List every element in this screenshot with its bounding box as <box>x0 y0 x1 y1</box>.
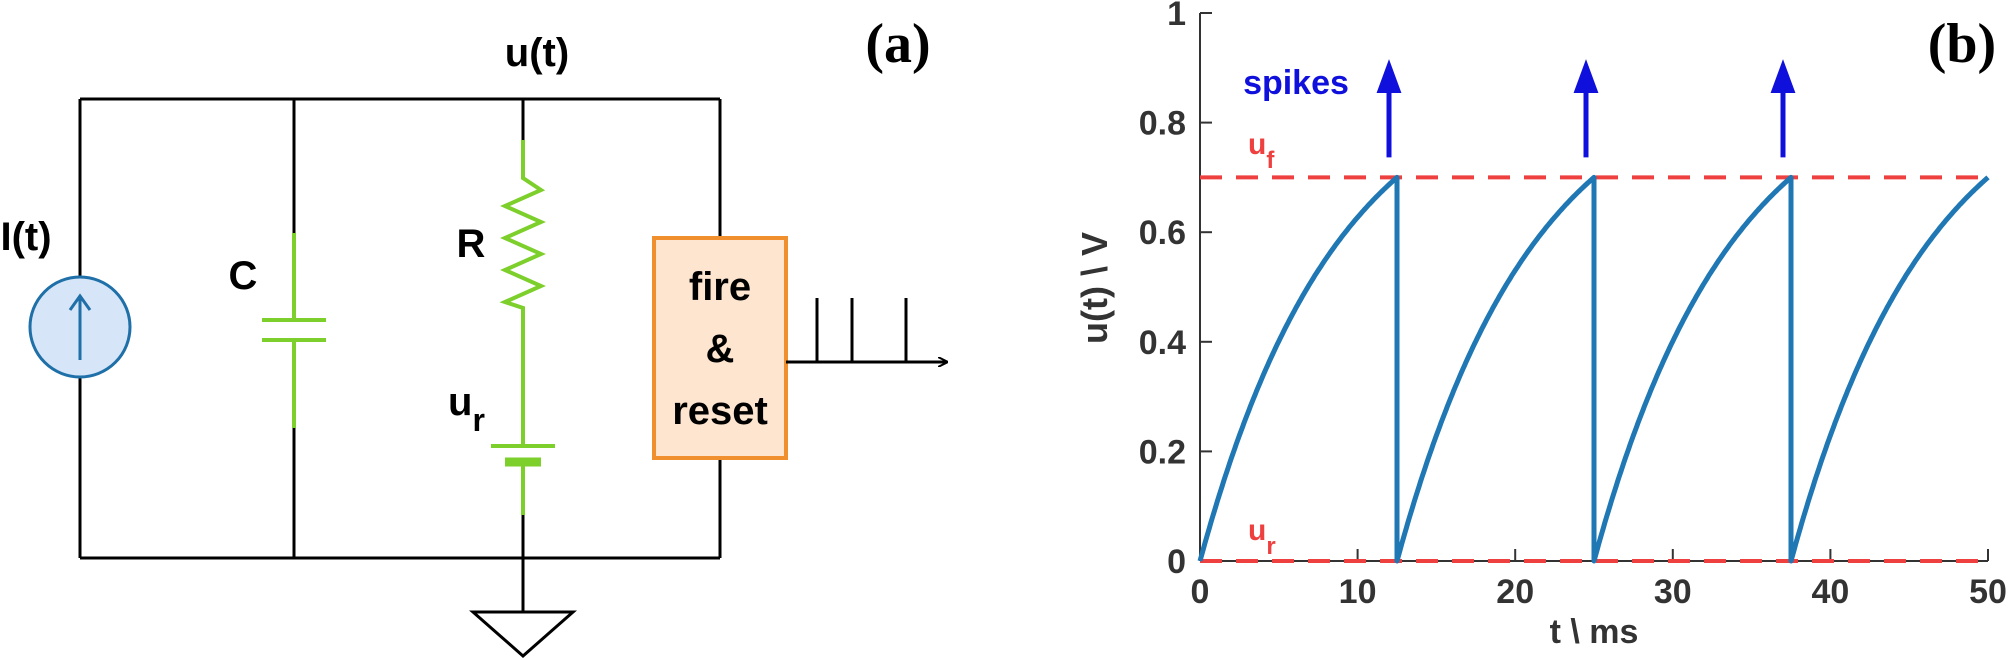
node-voltage-label: u(t) <box>505 31 569 75</box>
spike-arrow-head <box>1376 59 1402 93</box>
plot-series <box>1197 174 1990 564</box>
x-axis-title: t \ ms <box>1550 613 1639 651</box>
capacitor-label: C <box>229 254 258 298</box>
ur-label-main: u <box>1248 514 1266 547</box>
y-tick-label: 0.4 <box>1139 324 1186 362</box>
spike-arrow-head <box>1770 59 1796 93</box>
capacitor-icon <box>262 233 326 428</box>
ground-icon <box>469 610 577 658</box>
ur-label-sub: r <box>1266 533 1275 560</box>
x-tick-label: 50 <box>1969 573 2007 611</box>
threshold-lines <box>1200 175 1988 563</box>
panel-a-label: (a) <box>865 13 930 75</box>
battery-label-main: u <box>448 380 472 424</box>
current-source-icon <box>28 275 132 379</box>
block-label-line2: & <box>706 327 735 371</box>
x-tick-label: 40 <box>1811 573 1849 611</box>
y-tick-label: 0.2 <box>1139 433 1186 471</box>
spikes-label: spikes <box>1243 64 1349 102</box>
fire-reset-block <box>652 236 788 460</box>
battery-label-sub: r <box>472 402 484 438</box>
output-spike-train-icon <box>786 298 947 362</box>
resistor-icon <box>499 140 546 445</box>
circuit-wires <box>78 97 722 612</box>
battery-icon <box>491 444 555 515</box>
block-label-line1: fire <box>689 265 751 309</box>
uf-label-main: u <box>1248 128 1266 161</box>
x-tick-label: 0 <box>1191 573 1210 611</box>
y-tick-label: 1 <box>1167 0 1186 33</box>
spike-arrows <box>1376 59 1796 158</box>
circuit-panel: (a) u(t) I(t) C R ur fire & reset <box>0 13 947 658</box>
resistor-label: R <box>457 222 486 266</box>
current-source-label: I(t) <box>0 215 51 259</box>
uf-label-sub: f <box>1266 147 1275 174</box>
spike-arrow-head <box>1573 59 1599 93</box>
block-label-line3: reset <box>672 389 768 433</box>
x-tick-label: 10 <box>1339 573 1377 611</box>
ur-label: ur <box>1248 514 1276 560</box>
y-tick-label: 0 <box>1167 543 1186 581</box>
y-tick-label: 0.8 <box>1139 105 1186 143</box>
y-axis-title: u(t) \ V <box>1074 232 1115 344</box>
panel-b-label: (b) <box>1928 13 1996 75</box>
x-tick-label: 20 <box>1496 573 1534 611</box>
uf-label: uf <box>1248 128 1275 174</box>
membrane-potential-line <box>1197 174 1990 564</box>
battery-label: ur <box>448 380 485 438</box>
y-tick-label: 0.6 <box>1139 214 1186 252</box>
x-tick-label: 30 <box>1654 573 1692 611</box>
